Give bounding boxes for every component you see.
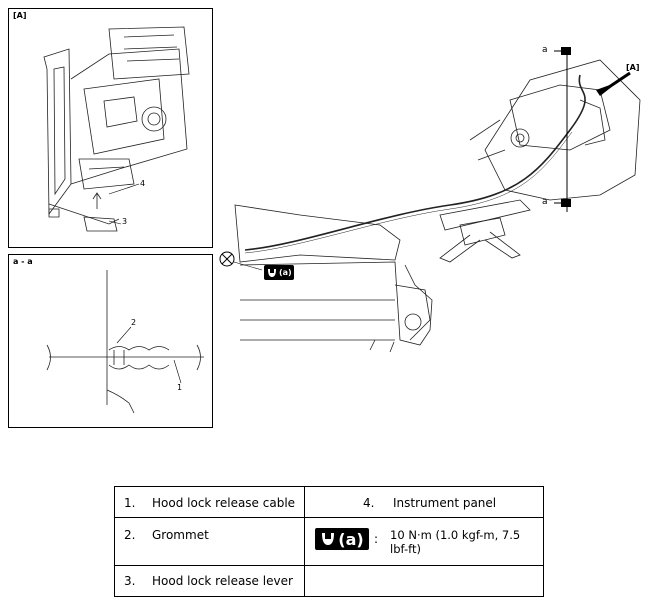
callout-3: 3 bbox=[122, 217, 128, 226]
legend-num: 1. bbox=[124, 496, 136, 510]
legend-row: 2. Grommet (a) : 10 N·m (1.0 kgf-m, 7.5 … bbox=[114, 517, 544, 566]
legend-num: 4. bbox=[363, 496, 375, 510]
callout-4: 4 bbox=[140, 179, 146, 188]
legend-cell: (a) : 10 N·m (1.0 kgf-m, 7.5 lbf-ft) bbox=[304, 517, 544, 566]
section-aa-panel: a - a 2 1 bbox=[8, 254, 213, 428]
wrench-icon bbox=[322, 533, 335, 545]
legend-table: 1. Hood lock release cable 4. Instrument… bbox=[114, 486, 544, 597]
legend-text: Instrument panel bbox=[393, 496, 497, 510]
legend-row: 1. Hood lock release cable 4. Instrument… bbox=[114, 486, 544, 518]
torque-badge-label: (a) bbox=[338, 529, 364, 549]
legend-text: Hood lock release cable bbox=[152, 496, 296, 510]
legend-text: Grommet bbox=[152, 528, 209, 542]
section-marker-top-icon bbox=[561, 47, 571, 55]
legend-cell: 2. Grommet bbox=[114, 517, 305, 566]
legend-num: 3. bbox=[124, 574, 136, 588]
section-marker-bottom-icon bbox=[561, 199, 571, 207]
wrench-icon bbox=[268, 269, 276, 277]
callout-1: 1 bbox=[177, 383, 183, 392]
section-mark-bottom: a bbox=[542, 197, 548, 207]
legend-cell: 1. Hood lock release cable bbox=[114, 486, 305, 518]
torque-colon: : bbox=[374, 532, 379, 546]
detail-a-label: [A] bbox=[13, 11, 27, 20]
torque-badge: (a) bbox=[315, 528, 369, 550]
torque-value: 10 N·m (1.0 kgf-m, 7.5 lbf-ft) bbox=[390, 528, 521, 556]
section-mark-top: a bbox=[542, 45, 548, 55]
legend-text: Hood lock release lever bbox=[152, 574, 293, 588]
legend-cell: 3. Hood lock release lever bbox=[114, 565, 305, 597]
legend-cell-empty bbox=[304, 565, 544, 597]
detail-a-panel: [A] 4 3 bbox=[8, 8, 213, 248]
legend-num: 2. bbox=[124, 528, 136, 542]
callout-2: 2 bbox=[131, 318, 137, 327]
section-aa-drawing bbox=[46, 270, 204, 414]
main-assembly-drawing bbox=[219, 47, 641, 353]
torque-label-main: (a) bbox=[279, 268, 292, 277]
legend-row: 3. Hood lock release lever bbox=[114, 565, 544, 597]
legend-cell: 4. Instrument panel bbox=[304, 486, 544, 518]
view-a-label: [A] bbox=[626, 63, 640, 72]
detail-a-drawing bbox=[43, 26, 190, 232]
section-aa-label: a - a bbox=[13, 257, 33, 266]
bolt-icon bbox=[219, 251, 235, 267]
